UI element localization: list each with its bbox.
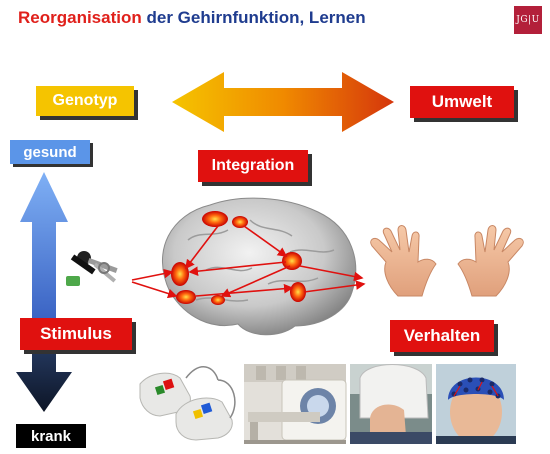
university-logo: JG|U: [514, 6, 542, 34]
mri-scanner-icon: [244, 364, 347, 444]
krank-label: krank: [16, 424, 86, 448]
keys-icon: [66, 251, 118, 286]
brain-icon: [131, 197, 366, 336]
health-up-arrow: [20, 172, 68, 318]
title-part-red: Reorganisation: [18, 8, 142, 27]
page-title: Reorganisation der Gehirnfunktion, Lerne…: [18, 8, 366, 28]
health-down-arrow: [16, 348, 72, 412]
umwelt-label: Umwelt: [410, 86, 514, 118]
genotyp-label: Genotyp: [36, 86, 134, 116]
response-pads-icon: [136, 362, 236, 444]
meg-helmet-icon: [350, 364, 432, 444]
hands-icon: [370, 225, 524, 297]
verhalten-label: Verhalten: [390, 320, 494, 352]
genotype-environment-arrow: [172, 72, 394, 132]
eeg-cap-icon: [436, 364, 516, 444]
integration-label: Integration: [198, 150, 308, 182]
title-part-blue: der Gehirnfunktion, Lernen: [146, 8, 366, 27]
gesund-label: gesund: [10, 140, 90, 164]
stimulus-label: Stimulus: [20, 318, 132, 350]
